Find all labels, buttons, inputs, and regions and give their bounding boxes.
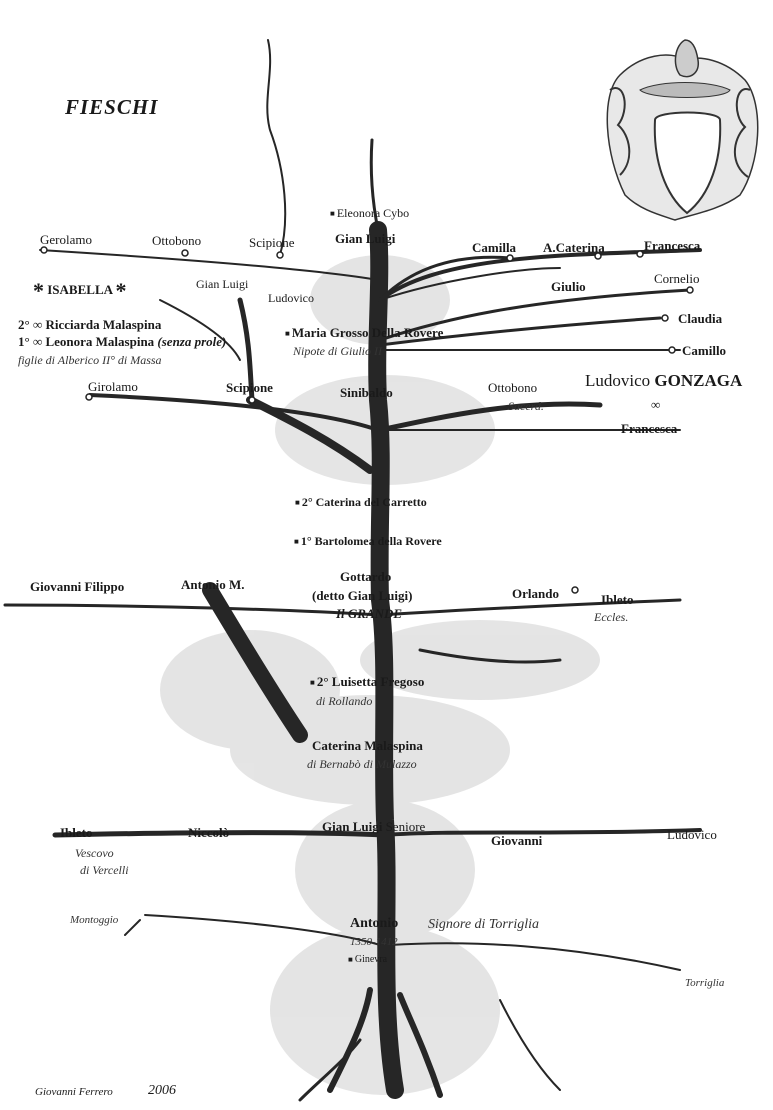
label-il-grande: Il GRANDE	[336, 607, 402, 620]
label-ginevra: ■Ginevra	[348, 955, 387, 965]
label-di-bernabo: di Bernabò di Mulazzo	[307, 758, 417, 770]
label-giovanni: Giovanni	[491, 834, 542, 847]
label-gianluigi-seniore: Gian Luigi Seniore	[322, 820, 425, 833]
label-ludovico-right: Ludovico	[667, 828, 717, 841]
label-caterina-carretto: ■2° Caterina del Carretto	[295, 496, 427, 508]
label-gerolamo-top: Gerolamo	[40, 233, 92, 246]
label-leonora: 1° ∞ Leonora Malaspina (senza prole)	[18, 335, 226, 348]
label-montoggio: Montoggio	[70, 915, 118, 926]
label-scipione-top: Scipione	[249, 236, 295, 249]
coat-of-arms-icon	[607, 40, 757, 220]
label-caterina-malaspina: Caterina Malaspina	[312, 739, 423, 752]
label-ibleto-top: Ibleto	[601, 593, 634, 606]
page-title: FIESCHI	[65, 97, 158, 118]
label-claudia: Claudia	[678, 312, 722, 325]
label-nipote: Nipote di Giulio II	[293, 345, 382, 357]
label-girolamo: Girolamo	[88, 380, 138, 393]
label-cornelio: Cornelio	[654, 272, 700, 285]
label-ricciarda: 2° ∞ Ricciarda Malaspina	[18, 318, 161, 331]
label-giulio: Giulio	[551, 280, 586, 293]
label-antonio: Antonio	[350, 917, 398, 931]
label-sacerd: Sacerd.	[508, 400, 544, 412]
label-bartolomea: ■1° Bartolomea della Rovere	[294, 535, 442, 547]
label-luisetta: ■2° Luisetta Fregoso	[310, 675, 424, 688]
label-senza-prole: (senza prole)	[157, 334, 226, 349]
signature-year: 2006	[148, 1084, 176, 1098]
label-vescovo: Vescovo	[75, 847, 114, 859]
label-acaterina: A.Caterina	[543, 241, 605, 254]
label-figlie: figlie di Alberico II° di Massa	[18, 354, 162, 366]
label-gottardo: Gottardo	[340, 570, 391, 583]
label-eleonora: ■Eleonora Cybo	[330, 207, 409, 219]
label-eccles: Eccles.	[594, 611, 628, 623]
label-di-rollando: di Rollando	[316, 695, 372, 707]
label-scipione: Scipione	[226, 381, 273, 394]
label-camilla: Camilla	[472, 241, 516, 254]
label-ottobono-top: Ottobono	[152, 234, 201, 247]
label-camillo: Camillo	[682, 344, 726, 357]
asterisk-icon: *	[116, 278, 127, 303]
label-dates: 1350-1412	[350, 937, 398, 948]
label-gianluigi-2: Gian Luigi	[196, 278, 248, 290]
label-antonio-m: Antonio M.	[181, 578, 245, 591]
label-gianluigi-top: Gian Luigi	[335, 232, 395, 245]
label-giovanni-filippo: Giovanni Filippo	[30, 580, 124, 593]
label-sinibaldo: Sinibaldo	[340, 386, 393, 399]
label-signore: Signore di Torriglia	[428, 918, 539, 932]
label-ottobono: Ottobono	[488, 381, 537, 394]
label-niccolo: Niccolò	[188, 826, 229, 839]
label-maria: ■Maria Grosso Della Rovere	[285, 326, 443, 339]
label-orlando: Orlando	[512, 587, 559, 600]
asterisk-icon: *	[33, 278, 44, 303]
author-signature: Giovanni Ferrero	[35, 1087, 113, 1098]
label-isabella: * ISABELLA *	[33, 280, 127, 302]
label-francesca-top: Francesca	[644, 239, 700, 252]
label-torriglia: Torriglia	[685, 978, 724, 989]
label-marriage-symbol: ∞	[651, 398, 660, 411]
label-detto: (detto Gian Luigi)	[312, 589, 412, 602]
label-ludovico-gonzaga: Ludovico GONZAGA	[585, 372, 742, 389]
label-di-vercelli: di Vercelli	[80, 864, 129, 876]
label-ibleto: Ibleto	[60, 826, 93, 839]
label-ludovico-small: Ludovico	[268, 292, 314, 304]
label-francesca-gonzaga: Francesca	[621, 422, 677, 435]
